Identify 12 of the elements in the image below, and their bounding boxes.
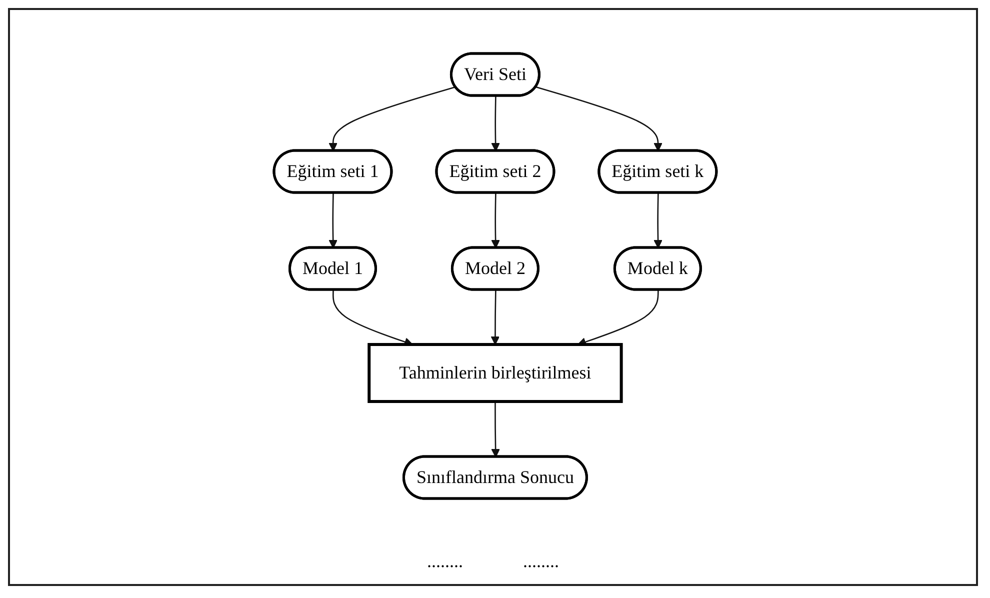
arrow xyxy=(490,192,500,248)
arrow xyxy=(328,86,456,152)
node-box xyxy=(367,343,623,403)
arrow xyxy=(490,402,500,458)
diagram-frame: Veri Seti Eğitim seti 1 Eğitim seti 2 Eğitim seti k Model 1 Model 2 Model k Tahminlerin birleştirilmesi Sınıflandırma Sonucu ........ ........ xyxy=(8,8,978,586)
arrow xyxy=(490,96,500,152)
arrow xyxy=(536,86,662,152)
arrow xyxy=(653,192,662,248)
ellipsis-dots: ........ xyxy=(427,551,463,572)
ellipsis-dots: ........ xyxy=(523,551,559,572)
arrow xyxy=(328,192,338,248)
arrow xyxy=(490,290,500,345)
